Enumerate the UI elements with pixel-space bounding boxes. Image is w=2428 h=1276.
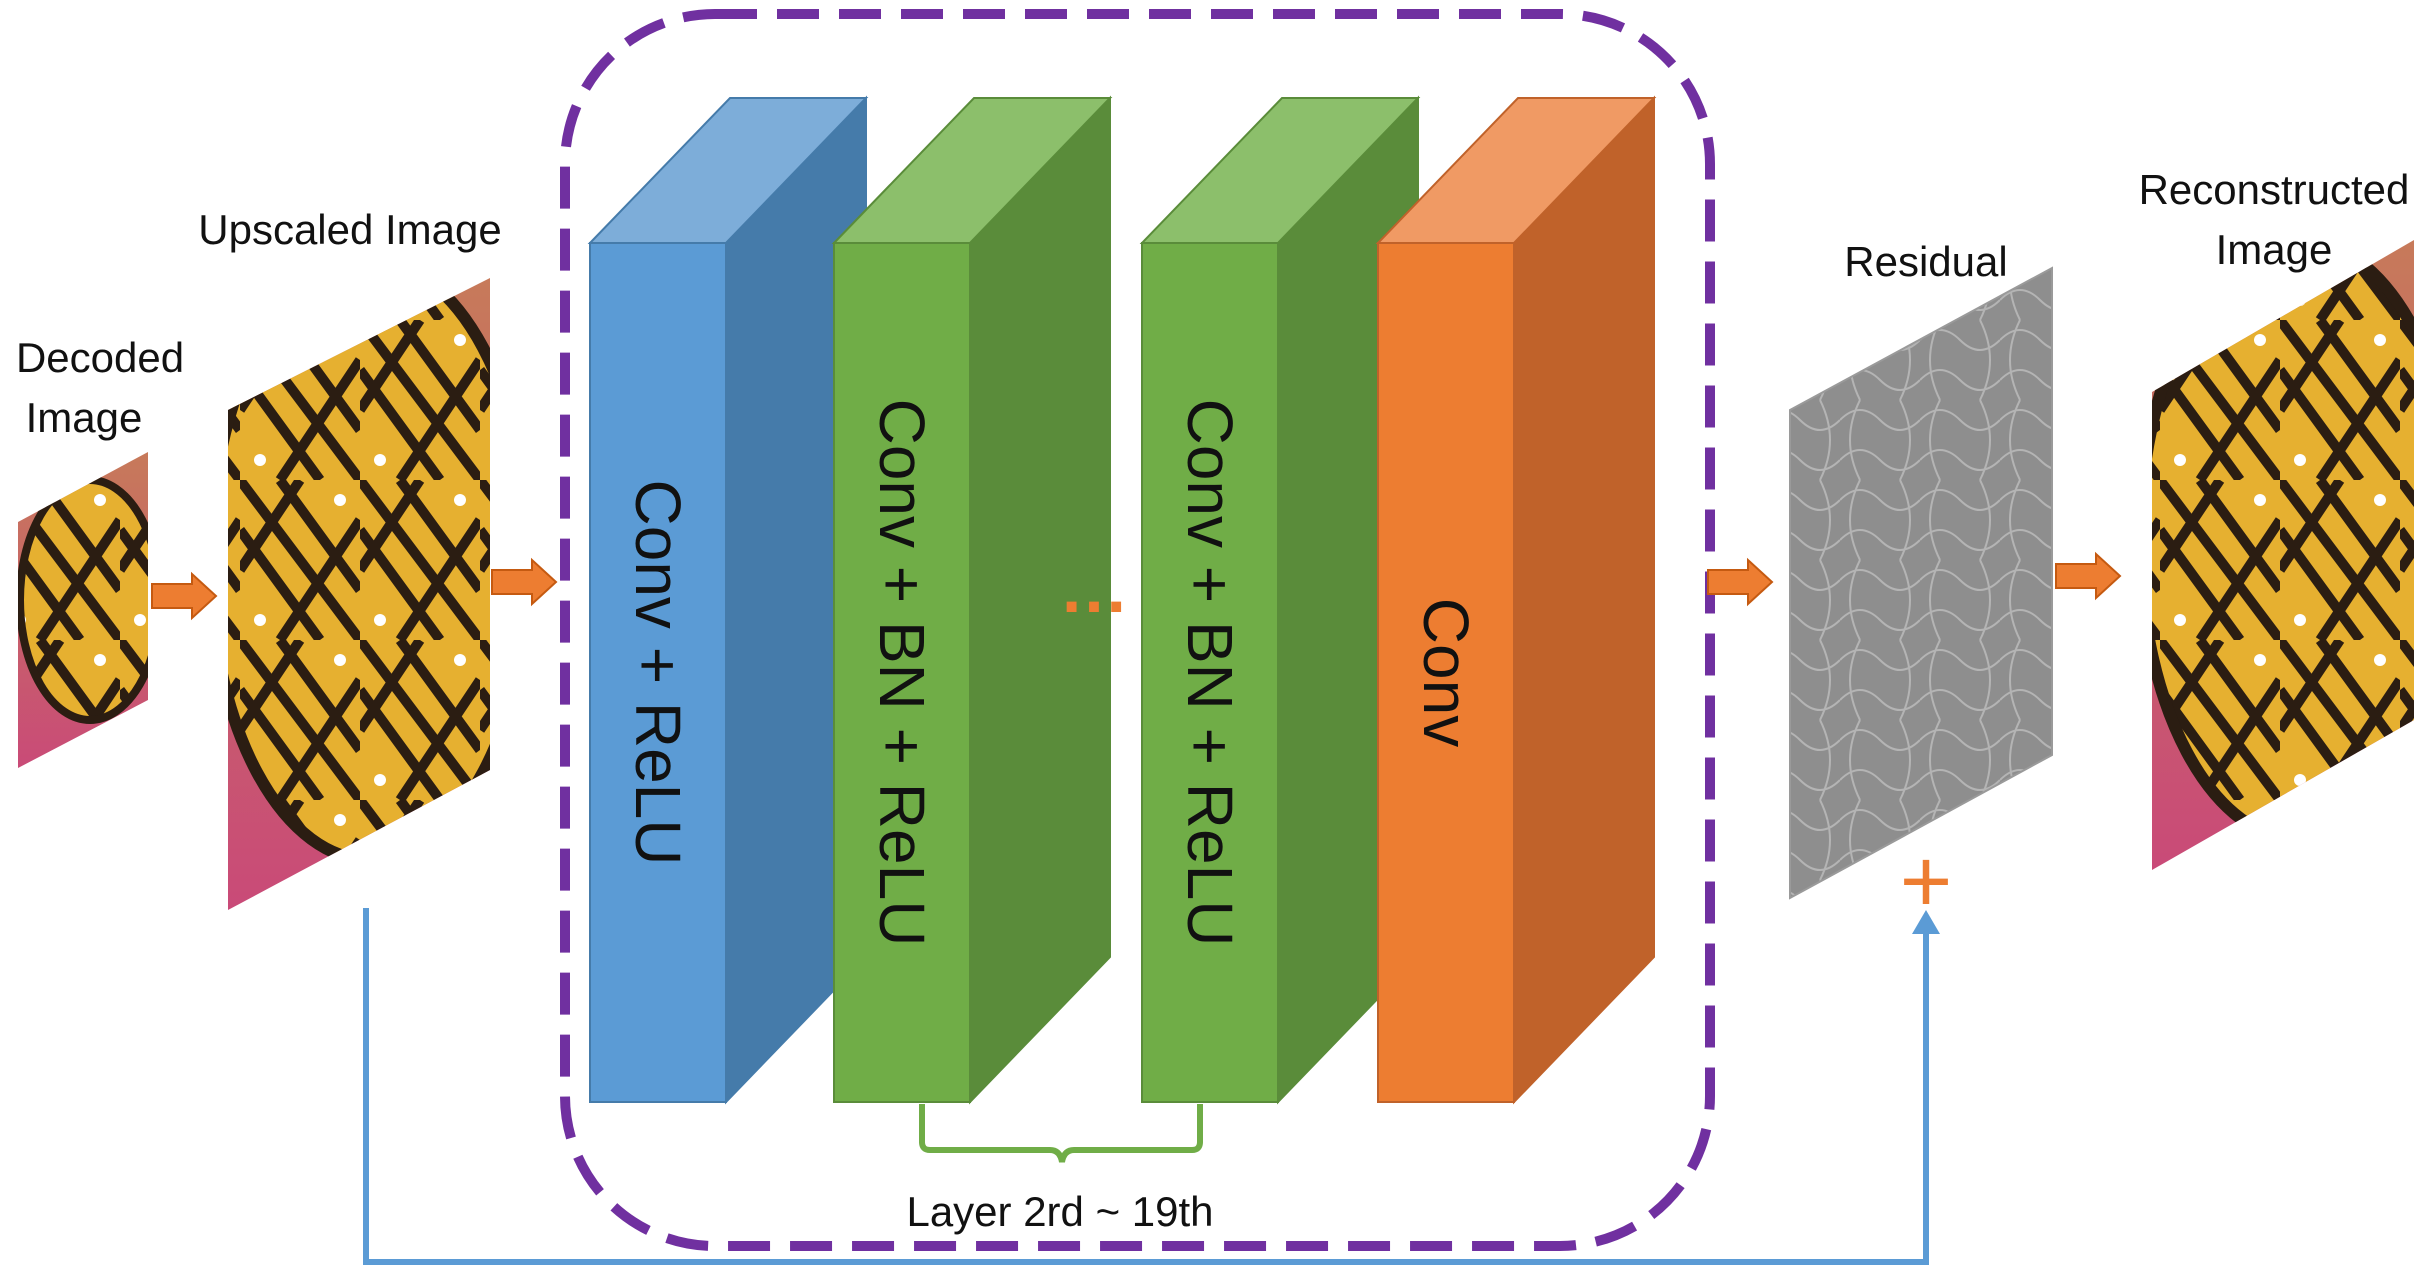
layer-block-front bbox=[1141, 242, 1279, 1103]
layer-block-4: Conv bbox=[1375, 95, 1657, 1105]
layer-block-2: Conv + BN + ReLU bbox=[831, 95, 1113, 1105]
ellipsis: … bbox=[1059, 549, 1129, 627]
decoded-label-line1: Decoded bbox=[16, 334, 184, 381]
layer-blocks: Conv + ReLU Conv + BN + ReLU Conv + BN + R… bbox=[587, 95, 1657, 1105]
residual-label: Residual bbox=[1844, 238, 2007, 285]
layer-range-brace bbox=[919, 1104, 1203, 1163]
layer-range-label: Layer 2rd ~ 19th bbox=[906, 1188, 1213, 1235]
upscaled-label: Upscaled Image bbox=[198, 206, 502, 253]
layer-block-front bbox=[589, 242, 727, 1103]
skip-connection-line bbox=[363, 908, 1929, 1265]
upscaled-image bbox=[228, 278, 490, 910]
layer-block-3: Conv + BN + ReLU bbox=[1139, 95, 1421, 1105]
reconstructed-image bbox=[2152, 240, 2414, 870]
layer-block-front bbox=[833, 242, 971, 1103]
flow-arrow-2 bbox=[491, 557, 558, 607]
layer-label-4: Conv bbox=[1410, 598, 1482, 747]
layer-block-side bbox=[1513, 95, 1655, 1105]
layer-block-1: Conv + ReLU bbox=[587, 95, 869, 1105]
skip-connection-arrowhead bbox=[1912, 910, 1940, 934]
layer-label-3: Conv + BN + ReLU bbox=[1174, 399, 1246, 947]
decoded-label-line2: Image bbox=[26, 394, 143, 441]
residual-image bbox=[1789, 266, 2053, 900]
decoded-image bbox=[18, 452, 148, 768]
plus-symbol: + bbox=[1900, 832, 1953, 932]
flow-arrow-6 bbox=[2055, 551, 2122, 601]
flow-arrow-5 bbox=[1707, 557, 1774, 607]
reconstructed-label-line1: Reconstructed bbox=[2139, 166, 2410, 213]
layer-label-1: Conv + ReLU bbox=[622, 480, 694, 866]
flow-arrow-1 bbox=[151, 571, 218, 621]
layer-label-2: Conv + BN + ReLU bbox=[866, 399, 938, 947]
layer-block-front bbox=[1377, 242, 1515, 1103]
reconstructed-label-line2: Image bbox=[2216, 226, 2333, 273]
network-boundary-box bbox=[560, 9, 1715, 1251]
